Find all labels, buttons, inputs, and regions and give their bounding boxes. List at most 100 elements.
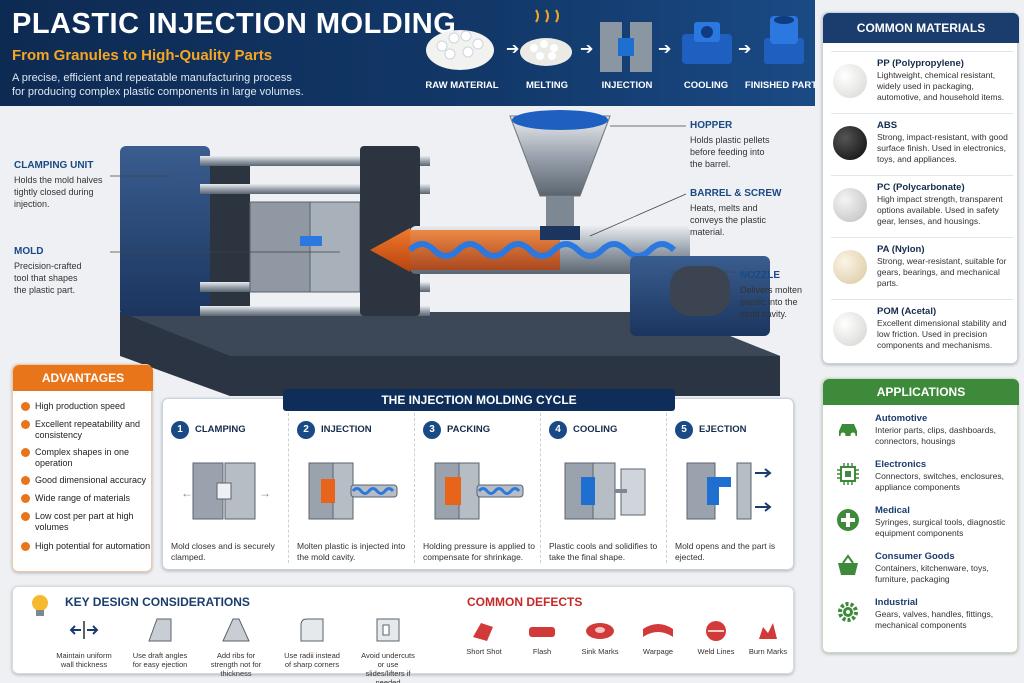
motor bbox=[670, 266, 730, 316]
design-item-label: Avoid undercuts or use slides/lifters if… bbox=[361, 651, 415, 683]
mold-half-fixed bbox=[309, 201, 361, 293]
material-item: PC (Polycarbonate) High impact strength,… bbox=[831, 175, 1013, 235]
defect-label: Sink Marks bbox=[581, 647, 619, 656]
hopper-pellets bbox=[512, 110, 608, 130]
application-desc: Interior parts, clips, dashboards, conne… bbox=[875, 425, 996, 446]
melting-pellets-icon bbox=[520, 9, 572, 66]
design-item: Add ribs for strength not for thickness bbox=[205, 615, 267, 678]
callout-nozzle-title: NOZZLE bbox=[740, 270, 780, 281]
injection-machine-illustration bbox=[110, 110, 780, 396]
design-item: Use radii instead of sharp corners bbox=[281, 615, 343, 669]
draft-angle-icon bbox=[148, 618, 172, 642]
page-title: PLASTIC INJECTION MOLDING bbox=[12, 8, 457, 40]
car-icon bbox=[839, 424, 857, 438]
advantage-item: High production speed bbox=[21, 401, 151, 412]
application-name: Industrial bbox=[875, 597, 918, 608]
step-name: INJECTION bbox=[321, 424, 372, 435]
application-item: Medical Syringes, surgical tools, diagno… bbox=[831, 503, 1013, 549]
gear-icon bbox=[838, 602, 858, 622]
pellet-swatch-icon bbox=[833, 126, 867, 160]
application-item: Electronics Connectors, switches, enclos… bbox=[831, 457, 1013, 503]
defect-label: Flash bbox=[532, 647, 552, 656]
basket-icon bbox=[838, 554, 858, 575]
design-item-label: Use draft angles for easy ejection bbox=[132, 651, 188, 669]
cycle-step: 4 COOLING Plastic cools and solidifies t… bbox=[541, 413, 667, 563]
defects-heading: COMMON DEFECTS bbox=[467, 595, 583, 609]
material-item: PP (Polypropylene) Lightweight, chemical… bbox=[831, 51, 1013, 111]
callout-clamping-line: tightly closed during bbox=[14, 187, 94, 197]
clamping-frame bbox=[120, 146, 210, 316]
packing-mold-diagram bbox=[434, 462, 524, 520]
screw bbox=[407, 241, 677, 259]
header-banner bbox=[0, 0, 815, 106]
application-name: Medical bbox=[875, 505, 910, 516]
material-item: ABS Strong, impact-resistant, with good … bbox=[831, 113, 1013, 173]
callout-clamping-title: CLAMPING UNIT bbox=[14, 160, 94, 171]
advantage-item: Excellent repeatability and consistency bbox=[21, 419, 151, 441]
process-label-raw: RAW MATERIAL bbox=[425, 80, 499, 91]
advantages-panel: ADVANTAGES High production speed Excelle… bbox=[12, 364, 153, 572]
material-desc: High impact strength, transparent option… bbox=[877, 194, 1003, 226]
applications-heading: APPLICATIONS bbox=[823, 379, 1019, 405]
wall-thickness-icon bbox=[69, 621, 99, 639]
advantages-heading: ADVANTAGES bbox=[13, 365, 153, 391]
application-item: Consumer Goods Containers, kitchenware, … bbox=[831, 549, 1013, 595]
applications-panel: APPLICATIONS Automotive Interior parts, … bbox=[822, 378, 1019, 653]
material-name: PC (Polycarbonate) bbox=[877, 182, 965, 193]
bullet-icon bbox=[21, 542, 30, 551]
callout-nozzle-line: Delivers molten bbox=[740, 285, 803, 295]
process-label-melting: MELTING bbox=[525, 80, 569, 91]
step-name: EJECTION bbox=[699, 424, 747, 435]
process-label-injection: INJECTION bbox=[601, 80, 653, 91]
pellet-swatch-icon bbox=[833, 64, 867, 98]
application-name: Electronics bbox=[875, 459, 927, 470]
material-name: ABS bbox=[877, 120, 898, 131]
application-desc: Connectors, switches, enclosures, applia… bbox=[875, 471, 1004, 492]
tie-bar bbox=[200, 306, 430, 316]
cycle-heading: THE INJECTION MOLDING CYCLE bbox=[283, 389, 675, 411]
application-name: Consumer Goods bbox=[875, 551, 955, 562]
callout-clamping-line: injection. bbox=[14, 199, 50, 209]
step-desc: Holding pressure is applied to compensat… bbox=[423, 541, 535, 562]
step-number: 5 bbox=[675, 421, 693, 439]
design-item: Avoid undercuts or use slides/lifters if… bbox=[357, 615, 419, 683]
material-item: POM (Acetal) Excellent dimensional stabi… bbox=[831, 299, 1013, 359]
material-desc: Excellent dimensional stability and low … bbox=[877, 318, 1007, 350]
callout-clamping-line: Holds the mold halves bbox=[14, 175, 103, 185]
advantage-item: Low cost per part at high volumes bbox=[21, 511, 151, 533]
step-number: 2 bbox=[297, 421, 315, 439]
step-desc: Mold opens and the part is ejected. bbox=[675, 541, 776, 562]
callout-hopper-line: before feeding into bbox=[690, 147, 765, 157]
process-label-cooling: COOLING bbox=[683, 80, 729, 91]
callout-hopper-title: HOPPER bbox=[690, 120, 733, 131]
design-item-label: Maintain uniform wall thickness bbox=[56, 651, 112, 669]
step-number: 4 bbox=[549, 421, 567, 439]
raw-material-pellets-icon bbox=[426, 30, 494, 70]
common-materials-panel: COMMON MATERIALS PP (Polypropylene) Ligh… bbox=[822, 12, 1019, 364]
materials-heading: COMMON MATERIALS bbox=[823, 13, 1019, 43]
step-number: 3 bbox=[423, 421, 441, 439]
injection-mold-icon bbox=[600, 22, 652, 72]
callout-mold-line: tool that shapes bbox=[14, 273, 78, 283]
defect-item: Short Shot bbox=[457, 617, 511, 656]
callout-barrel-title: BARREL & SCREW bbox=[690, 188, 782, 199]
short-shot-icon bbox=[473, 623, 493, 641]
step-desc: Mold closes and is securely clamped. bbox=[171, 541, 275, 562]
medical-cross-icon bbox=[837, 509, 859, 531]
bullet-icon bbox=[21, 494, 30, 503]
arrow-icon: ➔ bbox=[506, 41, 519, 58]
defect-label: Short Shot bbox=[466, 647, 502, 656]
process-label-finished: FINISHED PART bbox=[744, 80, 818, 91]
pellet-swatch-icon bbox=[833, 312, 867, 346]
callout-barrel-line: conveys the plastic bbox=[690, 215, 767, 225]
bullet-icon bbox=[21, 402, 30, 411]
callout-barrel-line: material. bbox=[690, 227, 725, 237]
design-item-label: Add ribs for strength not for thickness bbox=[210, 651, 262, 678]
cooling-mold-diagram bbox=[564, 462, 646, 520]
step-desc: Plastic cools and solidifies to take the… bbox=[549, 541, 658, 562]
advantage-item: Good dimensional accuracy bbox=[21, 475, 151, 486]
cycle-step: 5 EJECTION Mold opens and the part is ej… bbox=[667, 413, 793, 563]
defect-label: Warpage bbox=[642, 647, 674, 656]
step-name: CLAMPING bbox=[195, 424, 246, 435]
step-number: 1 bbox=[171, 421, 189, 439]
